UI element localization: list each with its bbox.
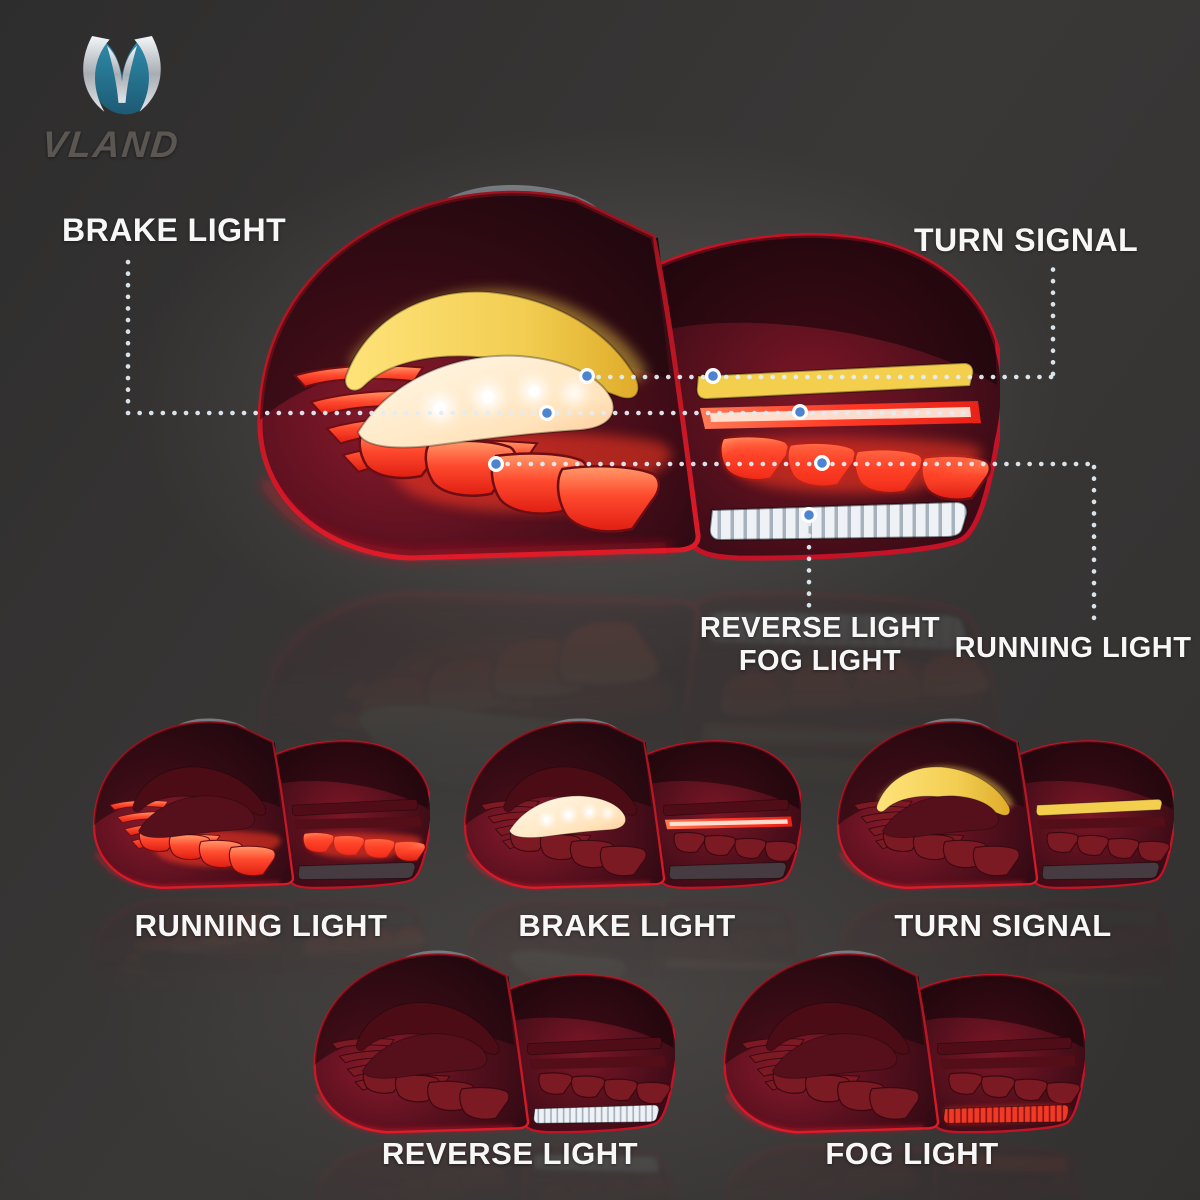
thumb-label-brake-light: BRAKE LIGHT bbox=[518, 908, 736, 943]
thumb-brake-light bbox=[456, 716, 801, 1070]
hero-label-brake-light: BRAKE LIGHT bbox=[62, 212, 287, 248]
hero-taillight-photo bbox=[240, 180, 1000, 968]
thumb-fog-light bbox=[715, 948, 1085, 1200]
vland-logo-icon bbox=[83, 36, 161, 115]
hero-label-turn-signal: TURN SIGNAL bbox=[914, 222, 1139, 258]
thumb-label-turn-signal: TURN SIGNAL bbox=[894, 908, 1112, 943]
hero-label-running-light: RUNNING LIGHT bbox=[954, 632, 1192, 664]
hero-label-reverse-fog-light: REVERSE LIGHT FOG LIGHT bbox=[700, 612, 940, 678]
hero-label-reverse-line2: FOG LIGHT bbox=[738, 645, 902, 677]
hero-label-reverse-line1: REVERSE LIGHT bbox=[699, 612, 941, 644]
thumb-reverse-light bbox=[305, 948, 675, 1200]
thumb-label-reverse-light: REVERSE LIGHT bbox=[381, 1136, 639, 1171]
thumb-running-light bbox=[85, 716, 430, 1070]
thumb-turn-signal bbox=[829, 716, 1174, 1070]
vland-wordmark: VLAND bbox=[39, 124, 182, 165]
thumb-label-fog-light: FOG LIGHT bbox=[825, 1136, 999, 1171]
thumb-label-running-light: RUNNING LIGHT bbox=[134, 908, 388, 943]
